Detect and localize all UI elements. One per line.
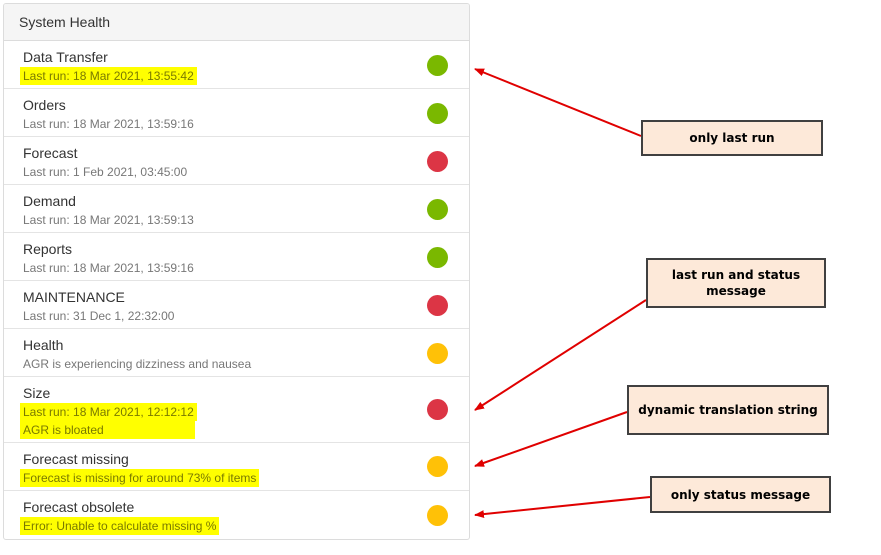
status-green-icon: [427, 103, 448, 124]
status-yellow-icon: [427, 343, 448, 364]
note-text: dynamic translation string: [638, 403, 818, 417]
note-text: last run and status: [671, 268, 801, 282]
note-text: only status message: [670, 487, 811, 502]
item-last-run: Last run: 18 Mar 2021, 13:59:16: [23, 117, 194, 131]
health-item-size[interactable]: Size Last run: 18 Mar 2021, 12:12:12 AGR…: [4, 377, 469, 443]
item-title: Size: [23, 385, 51, 401]
status-red-icon: [427, 151, 448, 172]
arrow-only-last-run: [474, 68, 642, 137]
status-red-icon: [427, 295, 448, 316]
arrow-last-run-and-status: [474, 299, 647, 411]
item-status-message: AGR is bloated: [20, 421, 195, 439]
item-last-run: Last run: 18 Mar 2021, 13:59:16: [23, 261, 194, 275]
health-item-orders[interactable]: Orders Last run: 18 Mar 2021, 13:59:16: [4, 89, 469, 137]
item-title: Forecast: [23, 145, 78, 161]
item-title: Forecast missing: [23, 451, 129, 467]
health-item-forecast[interactable]: Forecast Last run: 1 Feb 2021, 03:45:00: [4, 137, 469, 185]
item-title: Health: [23, 337, 64, 353]
health-item-reports[interactable]: Reports Last run: 18 Mar 2021, 13:59:16: [4, 233, 469, 281]
health-item-forecast-missing[interactable]: Forecast missing Forecast is missing for…: [4, 443, 469, 491]
health-item-health[interactable]: Health AGR is experiencing dizziness and…: [4, 329, 469, 377]
note-only-last-run: only last run: [641, 120, 823, 156]
status-green-icon: [427, 199, 448, 220]
system-health-panel: System Health Data Transfer Last run: 18…: [3, 3, 470, 540]
item-last-run: Last run: 31 Dec 1, 22:32:00: [23, 309, 175, 323]
item-status-message: AGR is experiencing dizziness and nausea: [23, 357, 252, 371]
status-green-icon: [427, 55, 448, 76]
health-item-data-transfer[interactable]: Data Transfer Last run: 18 Mar 2021, 13:…: [4, 41, 469, 89]
health-item-forecast-obsolete[interactable]: Forecast obsolete Error: Unable to calcu…: [4, 491, 469, 539]
item-title: Demand: [23, 193, 76, 209]
health-item-maintenance[interactable]: MAINTENANCE Last run: 31 Dec 1, 22:32:00: [4, 281, 469, 329]
item-title: Reports: [23, 241, 73, 257]
item-title: Orders: [23, 97, 66, 113]
item-last-run: Last run: 18 Mar 2021, 13:55:42: [20, 67, 197, 85]
item-last-run: Last run: 18 Mar 2021, 13:59:13: [23, 213, 194, 227]
item-last-run: Last run: 1 Feb 2021, 03:45:00: [23, 165, 188, 179]
arrow-dynamic-translation: [474, 411, 628, 467]
note-text: only last run: [689, 131, 775, 145]
note-last-run-and-status: last run and status message: [646, 258, 826, 308]
status-yellow-icon: [427, 505, 448, 526]
item-title: MAINTENANCE: [23, 289, 125, 305]
status-red-icon: [427, 399, 448, 420]
item-last-run: Last run: 18 Mar 2021, 12:12:12: [20, 403, 197, 421]
arrow-only-status: [474, 496, 651, 519]
item-title: Forecast obsolete: [23, 499, 135, 515]
note-dynamic-translation: dynamic translation string: [627, 385, 829, 435]
item-status-message: Forecast is missing for around 73% of it…: [20, 469, 260, 487]
health-item-demand[interactable]: Demand Last run: 18 Mar 2021, 13:59:13: [4, 185, 469, 233]
item-status-message: Error: Unable to calculate missing %: [20, 517, 220, 535]
status-green-icon: [427, 247, 448, 268]
item-title: Data Transfer: [23, 49, 108, 65]
panel-title: System Health: [4, 4, 469, 41]
status-yellow-icon: [427, 456, 448, 477]
note-text: message: [706, 284, 766, 298]
note-only-status: only status message: [650, 476, 831, 513]
